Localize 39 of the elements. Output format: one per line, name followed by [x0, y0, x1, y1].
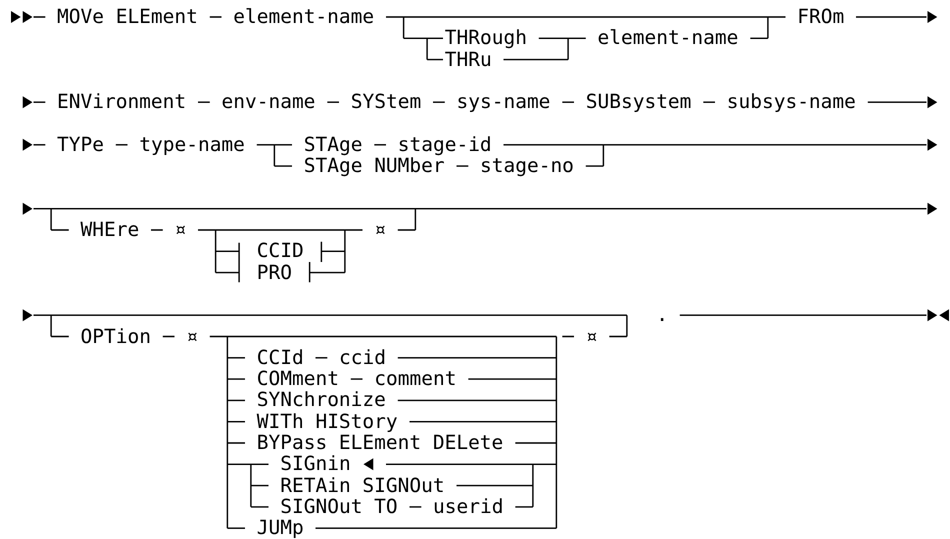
syntax-keyword: CCID — [256, 240, 304, 262]
variable-name: sys-name — [456, 91, 550, 112]
syntax-keyword: SYNchronize — [256, 389, 386, 410]
variable-name: type-name — [139, 134, 245, 155]
repeat-symbol: ¤ — [186, 326, 198, 346]
syntax-keyword: JUMp — [256, 517, 304, 538]
variable-name: subsys-name — [726, 91, 856, 112]
syntax-keyword: BYPass ELEment DELete — [256, 432, 504, 453]
repeat-symbol: ¤ — [374, 219, 386, 240]
syntax-keyword: ENVironment — [57, 91, 186, 112]
repeat-symbol: ¤ — [586, 326, 598, 346]
repeat-symbol: ¤ — [174, 219, 186, 240]
syntax-keyword: TYPe — [57, 134, 104, 155]
syntax-keyword: PRO — [256, 262, 292, 283]
syntax-keyword: FROm — [797, 6, 844, 27]
syntax-keyword: COMment — [256, 368, 339, 390]
variable-name: ccid — [339, 346, 386, 368]
syntax-keyword: SIGNOut TO — [280, 496, 398, 517]
syntax-keyword: WITh HIStory — [256, 410, 398, 432]
syntax-keyword: WHEre — [80, 219, 140, 240]
syntax-keyword: CCId — [256, 346, 304, 368]
syntax-keyword: THRu — [444, 48, 492, 70]
syntax-keyword: THRough — [444, 27, 527, 48]
variable-name: stage-id — [398, 134, 492, 155]
variable-name: stage-no — [480, 155, 574, 176]
variable-name: userid — [433, 496, 504, 517]
statement-terminator: . — [656, 304, 668, 326]
variable-name: env-name — [222, 91, 316, 112]
variable-name: element-name — [598, 27, 738, 48]
syntax-keyword: SUBsystem — [586, 91, 692, 112]
syntax-keyword: OPTion — [80, 326, 151, 346]
variable-name: comment — [374, 368, 456, 390]
syntax-keyword: RETAin SIGNOut — [280, 474, 445, 496]
syntax-keyword: SIGnin — [280, 453, 351, 474]
syntax-keyword: STAge — [304, 134, 362, 155]
syntax-keyword: STAge NUMber — [304, 155, 445, 176]
variable-name: element-name — [233, 6, 374, 27]
syntax-keyword: SYStem — [350, 91, 422, 112]
syntax-keyword: MOVe ELEment — [57, 6, 198, 27]
